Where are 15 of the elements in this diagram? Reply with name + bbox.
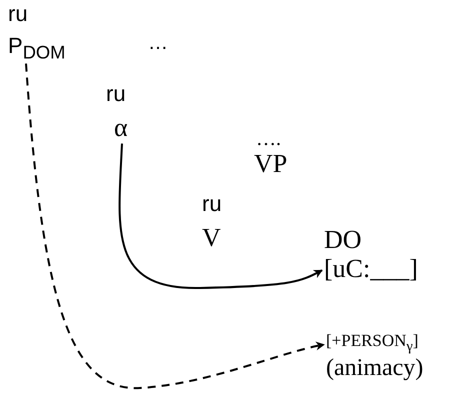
category-label: V — [202, 224, 221, 253]
branch-mark: ru — [202, 192, 222, 216]
feature-label: [+PERSON$_{γ}$] — [326, 332, 420, 355]
arrow — [25, 63, 325, 389]
arrow — [118, 144, 323, 289]
category-label: DO — [324, 226, 363, 255]
ellipsis: …. — [256, 128, 281, 150]
feature-label: [uC:___] — [324, 254, 418, 284]
branch-mark: ru — [8, 2, 28, 26]
branch-mark: ru — [106, 82, 126, 106]
category-label: α — [114, 114, 128, 143]
phrase-label: VP — [254, 150, 288, 179]
category-label: P$_{DOM}$ — [8, 34, 66, 63]
note-text: (animacy) — [326, 354, 424, 382]
ellipsis: … — [148, 32, 168, 54]
